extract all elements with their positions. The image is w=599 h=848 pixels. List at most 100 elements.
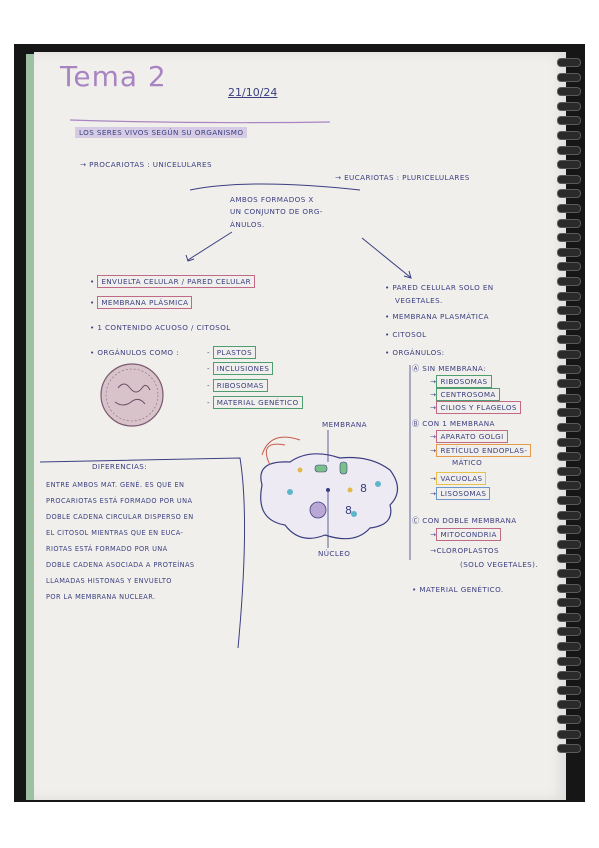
spiral-ring bbox=[557, 642, 581, 651]
spiral-ring bbox=[557, 277, 581, 286]
spiral-ring bbox=[557, 174, 581, 184]
doble-membrana-label: Ⓒ CON DOBLE MEMBRANA bbox=[412, 516, 517, 525]
con-reticulo-2: MÁTICO bbox=[452, 458, 483, 467]
spiral-ring bbox=[557, 189, 581, 199]
dif-line-4: EL CITOSOL MIENTRAS QUE EN EUCA- bbox=[46, 529, 184, 537]
branch-eucariotas-label: EUCARIOTAS : PLURICELULARES bbox=[344, 173, 470, 182]
shared-line-1: AMBOS FORMADOS X bbox=[230, 195, 314, 204]
org-plastos: - PLASTOS bbox=[207, 346, 257, 359]
org-ribosomas-label: RIBOSOMAS bbox=[212, 379, 268, 392]
proc-item-membrana: • MEMBRANA PLÁSMICA bbox=[90, 296, 193, 309]
spiral-ring bbox=[557, 466, 581, 476]
spiral-ring bbox=[557, 101, 581, 111]
spiral-ring bbox=[557, 598, 581, 608]
con-membrana-label: Ⓑ CON 1 MEMBRANA bbox=[412, 419, 495, 428]
sin-centrosoma: →CENTROSOMA bbox=[430, 388, 500, 401]
dif-line-3: DOBLE CADENA CIRCULAR DISPERSO EN bbox=[46, 513, 194, 521]
spiral-ring bbox=[557, 525, 581, 535]
spiral-ring bbox=[557, 627, 581, 637]
spiral-ring bbox=[557, 685, 581, 695]
spiral-ring bbox=[557, 379, 581, 389]
proc-item-organulos: • ORGÁNULOS COMO : bbox=[90, 348, 179, 357]
photo-frame bbox=[14, 44, 585, 802]
euc-organulos-label: ORGÁNULOS: bbox=[392, 348, 445, 357]
sin-ribosomas: →RIBOSOMAS bbox=[430, 375, 492, 388]
proc-item-citosol: • 1 CONTENIDO ACUOSO / CITOSOL bbox=[90, 323, 231, 332]
org-material-label: MATERIAL GENÉTICO bbox=[212, 396, 303, 409]
shared-line-3: ÁNULOS. bbox=[230, 220, 265, 229]
proc-membrana-label: MEMBRANA PLÁSMICA bbox=[97, 296, 193, 309]
spiral-ring bbox=[557, 218, 581, 228]
spiral-ring bbox=[557, 247, 581, 257]
con-vacuolas: →VACUOLAS bbox=[430, 472, 487, 485]
doble-mitocondria-label: MITOCONDRIA bbox=[436, 528, 501, 541]
spiral-ring bbox=[557, 58, 581, 67]
dif-line-1: ENTRE AMBOS MAT. GENÉ. ES QUE EN bbox=[46, 481, 185, 489]
spiral-ring bbox=[557, 496, 581, 505]
sin-cilios: →CILIOS Y FLAGELOS bbox=[430, 401, 521, 414]
spiral-ring bbox=[557, 306, 581, 316]
spiral-ring bbox=[557, 262, 581, 272]
euc-membrana-label: MEMBRANA PLASMÁTICA bbox=[392, 312, 489, 321]
euc-material: • MATERIAL GENÉTICO. bbox=[412, 585, 504, 594]
dif-line-5: RIOTAS ESTÁ FORMADO POR UNA bbox=[46, 545, 168, 553]
spiral-ring bbox=[557, 481, 581, 491]
spiral-ring bbox=[557, 408, 581, 418]
note-title: Tema 2 bbox=[60, 60, 167, 93]
spiral-ring bbox=[557, 656, 581, 666]
shared-line-2: UN CONJUNTO DE ORG- bbox=[230, 207, 323, 216]
spiral-ring bbox=[557, 612, 581, 622]
spiral-ring bbox=[557, 423, 581, 432]
sin-cilios-label: CILIOS Y FLAGELOS bbox=[436, 401, 521, 414]
org-ribosomas: - RIBOSOMAS bbox=[207, 379, 268, 392]
spiral-ring bbox=[557, 729, 581, 739]
euc-item-pared-2: VEGETALES. bbox=[395, 296, 443, 305]
spiral-ring bbox=[557, 87, 581, 97]
spiral-ring bbox=[557, 335, 581, 345]
con-golgi-label: APARATO GOLGI bbox=[436, 430, 508, 443]
note-date: 21/10/24 bbox=[228, 86, 278, 99]
proc-organulos-label: ORGÁNULOS COMO : bbox=[97, 348, 179, 357]
sin-centrosoma-label: CENTROSOMA bbox=[436, 388, 500, 401]
spiral-ring bbox=[557, 569, 581, 578]
spiral-ring bbox=[557, 116, 581, 126]
euc-citosol-label: CITOSOL bbox=[392, 330, 427, 339]
spiral-ring bbox=[557, 583, 581, 593]
main-heading: LOS SERES VIVOS SEGÚN SU ORGANISMO bbox=[75, 127, 248, 138]
doble-mitocondria: →MITOCONDRIA bbox=[430, 528, 501, 541]
spiral-ring bbox=[557, 320, 581, 330]
dif-line-2: PROCARIOTAS ESTÁ FORMADO POR UNA bbox=[46, 497, 193, 505]
dif-line-7: LLAMADAS HISTONAS Y ENVUELTO bbox=[46, 577, 172, 585]
org-material: - MATERIAL GENÉTICO bbox=[207, 396, 303, 409]
doble-cloroplastos-2: (SOLO VEGETALES). bbox=[460, 560, 539, 569]
spiral-ring bbox=[557, 145, 581, 155]
spiral-ring bbox=[557, 204, 581, 213]
org-plastos-label: PLASTOS bbox=[212, 346, 257, 359]
euc-pared-label: PARED CELULAR SOLO EN bbox=[392, 283, 494, 292]
euc-item-pared: • PARED CELULAR SOLO EN bbox=[385, 283, 494, 292]
dif-line-6: DOBLE CADENA ASOCIADA A PROTEÍNAS bbox=[46, 561, 195, 569]
con-lisosomas: →LISOSOMAS bbox=[430, 487, 491, 500]
spiral-ring bbox=[557, 715, 581, 724]
euc-material-label: MATERIAL GENÉTICO. bbox=[419, 585, 504, 594]
proc-citosol-label: 1 CONTENIDO ACUOSO / CITOSOL bbox=[97, 323, 231, 332]
diferencias-title: DIFERENCIAS: bbox=[92, 462, 148, 471]
diferencias-paragraph: ENTRE AMBOS MAT. GENÉ. ES QUE EN PROCARI… bbox=[46, 477, 256, 605]
dif-line-8: POR LA MEMBRANA NUCLEAR. bbox=[46, 593, 156, 601]
euc-item-citosol: • CITOSOL bbox=[385, 330, 427, 339]
sin-ribosomas-label: RIBOSOMAS bbox=[436, 375, 492, 388]
con-reticulo: →RETÍCULO ENDOPLAS- bbox=[430, 444, 532, 457]
spiral-ring bbox=[557, 671, 581, 681]
spiral-ring bbox=[557, 539, 581, 549]
org-inclusiones-label: INCLUSIONES bbox=[212, 362, 274, 375]
con-reticulo-label: RETÍCULO ENDOPLAS- bbox=[436, 444, 532, 457]
con-lisosomas-label: LISOSOMAS bbox=[436, 487, 491, 500]
spiral-ring bbox=[557, 510, 581, 520]
euc-item-membrana: • MEMBRANA PLASMÁTICA bbox=[385, 312, 489, 321]
con-golgi: →APARATO GOLGI bbox=[430, 430, 508, 443]
spiral-binding bbox=[557, 58, 581, 758]
proc-pared-label: ENVUELTA CELULAR / PARED CELULAR bbox=[97, 275, 256, 288]
spiral-ring bbox=[557, 350, 581, 359]
proc-item-pared: • ENVUELTA CELULAR / PARED CELULAR bbox=[90, 275, 256, 288]
spiral-ring bbox=[557, 291, 581, 301]
